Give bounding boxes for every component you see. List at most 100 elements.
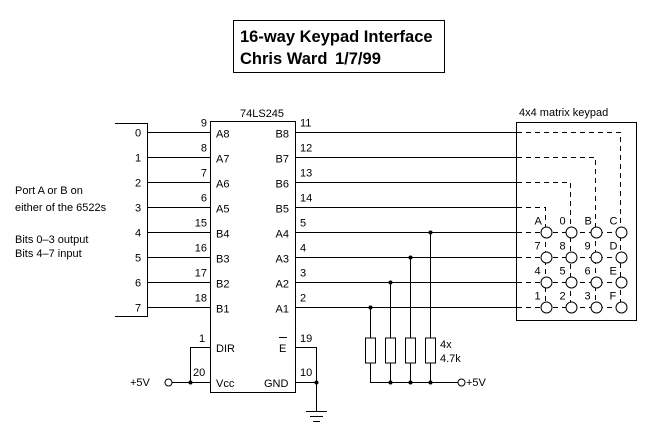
enable-pin-label: E	[279, 343, 286, 355]
keypad-column-wire	[517, 182, 571, 307]
ic-right-pin-label: B8	[276, 129, 289, 141]
gnd-pin-number: 10	[300, 367, 312, 379]
ic-left-pin-number: 15	[195, 218, 207, 230]
key-label: A	[535, 216, 543, 228]
key-switch-icon	[540, 276, 553, 289]
keypad-key[interactable]: 5	[560, 266, 578, 289]
connector-bracket	[115, 123, 148, 317]
bits-line1: Bits 0–3 output	[15, 234, 88, 246]
keypad-title: 4x4 matrix keypad	[519, 107, 608, 119]
key-label: B	[585, 216, 592, 228]
ic-name: 74LS245	[240, 108, 284, 120]
ic-right-pin-number: 14	[300, 193, 312, 205]
keypad-key[interactable]: 7	[535, 241, 553, 264]
key-label: 1	[535, 291, 541, 303]
dir-pin-number: 1	[199, 333, 205, 345]
keypad-key[interactable]: 9	[585, 241, 603, 264]
ic-left-pin-label: B1	[216, 304, 229, 316]
port-pin-label: 3	[135, 203, 141, 215]
port-pin-label: 6	[135, 278, 141, 290]
port-pin-label: 1	[135, 153, 141, 165]
key-label: 0	[560, 216, 566, 228]
keypad-key[interactable]: D	[610, 241, 628, 264]
ic-left-pin-number: 7	[201, 168, 207, 180]
keypad-key[interactable]: 4	[535, 266, 553, 289]
junction-dot	[388, 380, 393, 385]
ic-left-pin-label: A7	[216, 154, 229, 166]
keypad-key[interactable]: F	[610, 291, 628, 314]
ic-right-pin-label: A4	[276, 229, 289, 241]
pullup-terminal	[457, 378, 466, 387]
ic-left-pin-number: 9	[201, 118, 207, 130]
key-label: 3	[585, 291, 591, 303]
port-pin-label: 7	[135, 303, 141, 315]
ic-right-pin-number: 4	[300, 243, 306, 255]
ic-left-pin-label: B2	[216, 279, 229, 291]
ic-right-pin-number: 3	[300, 268, 306, 280]
junction-dot	[428, 380, 433, 385]
keypad-key[interactable]: 0	[560, 216, 578, 239]
vcc-pin-label: Vcc	[216, 378, 235, 390]
ic-left-pin-label: B3	[216, 254, 229, 266]
keypad-key[interactable]: E	[610, 266, 628, 289]
keypad-key[interactable]: C	[610, 216, 628, 239]
pullup-resistors: +5V 4x 4.7k	[365, 230, 487, 389]
key-label: 5	[560, 266, 566, 278]
resistor-value-label: 4.7k	[440, 353, 461, 365]
ic-right-pin-label: A3	[276, 254, 289, 266]
junction-dot	[408, 380, 413, 385]
ic-left-pin-label: A8	[216, 129, 229, 141]
ic-left-pin-label: A6	[216, 179, 229, 191]
junction-dot	[188, 380, 193, 385]
ic-left-pin-number: 17	[195, 268, 207, 280]
ic-right-pin-label: A1	[276, 304, 289, 316]
ic-right-pin-number: 2	[300, 293, 306, 305]
key-switch-icon	[565, 276, 578, 289]
ic-right-pin-label: B5	[276, 204, 289, 216]
key-switch-icon	[565, 251, 578, 264]
keypad-key[interactable]: 6	[585, 266, 603, 289]
key-switch-icon	[590, 276, 603, 289]
keypad-key[interactable]: 3	[585, 291, 603, 314]
ic-left-pin-number: 8	[201, 143, 207, 155]
key-label: F	[610, 291, 617, 303]
keypad-column-wire	[517, 132, 621, 307]
key-switch-icon	[615, 276, 628, 289]
port-description: Port A or B on either of the 6522s Bits …	[15, 185, 107, 260]
ic-left-pin-label: B4	[216, 229, 229, 241]
port-pin-label: 4	[135, 228, 141, 240]
port-pin-label: 0	[135, 128, 141, 140]
ic-left-pin-number: 16	[195, 243, 207, 255]
resistor-icon	[405, 337, 416, 364]
key-label: C	[610, 216, 618, 228]
title-block: 16-way Keypad Interface Chris Ward 1/7/9…	[233, 20, 445, 73]
keypad-key[interactable]: B	[585, 216, 603, 239]
gnd-pin-label: GND	[264, 378, 289, 390]
title-date: 1/7/99	[335, 50, 381, 68]
port-pin-label: 2	[135, 178, 141, 190]
enable-pin-number: 19	[300, 333, 312, 345]
key-switch-icon	[590, 226, 603, 239]
keypad-key[interactable]: 2	[560, 291, 578, 314]
pullup-power-label: +5V	[466, 377, 487, 389]
vcc-pin-number: 20	[193, 367, 205, 379]
ic-right-pin-number: 11	[300, 118, 311, 130]
keypad-key[interactable]: 8	[560, 241, 578, 264]
key-label: 4	[535, 266, 541, 278]
ic-right-pin-label: B7	[276, 154, 289, 166]
keypad-key[interactable]: 1	[535, 291, 553, 314]
title-author: Chris Ward	[240, 50, 327, 68]
keypad-key[interactable]: A	[535, 216, 553, 239]
port-desc-line2: either of the 6522s	[15, 202, 107, 214]
vcc-terminal	[164, 378, 173, 387]
resistor-icon	[385, 337, 396, 364]
key-switch-icon	[565, 301, 578, 314]
ground-icon	[306, 411, 327, 422]
key-switch-icon	[615, 251, 628, 264]
key-switch-icon	[540, 301, 553, 314]
ic-left-pin-label: A5	[216, 204, 229, 216]
vcc-power-label: +5V	[130, 377, 151, 389]
